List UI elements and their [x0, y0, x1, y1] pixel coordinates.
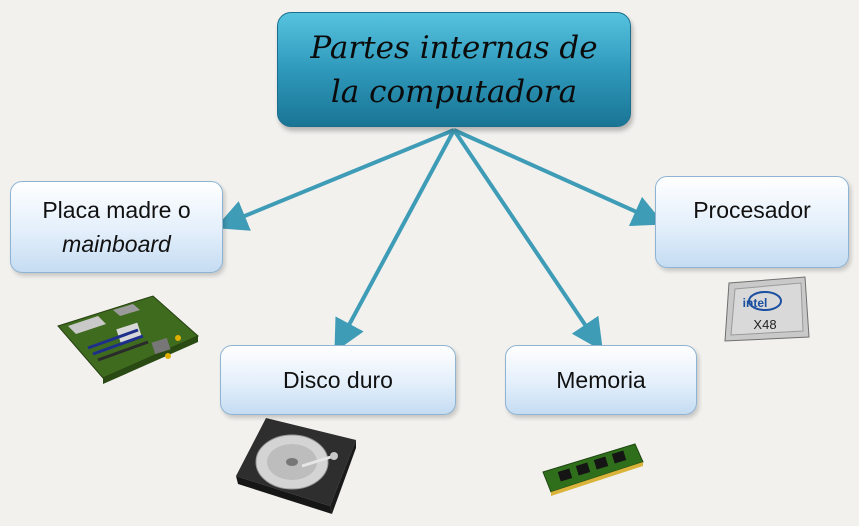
title-line-1: Partes internas de: [310, 29, 598, 66]
node-disco-duro: Disco duro: [220, 345, 456, 415]
processor-model: X48: [753, 317, 776, 332]
arrow-to-disco: [334, 129, 456, 353]
hard-disk-image: [236, 418, 356, 514]
node-mainboard-line-2: mainboard: [62, 231, 171, 257]
node-procesador-label: Procesador: [693, 197, 811, 223]
title-line-2: la computadora: [330, 73, 578, 110]
memory-module-image: [542, 443, 644, 496]
node-mainboard-line-1: Placa madre o: [42, 197, 191, 223]
node-mainboard: Placa madre o mainboard: [10, 181, 223, 273]
arrow-to-memoria: [452, 128, 603, 352]
node-procesador: Procesador: [655, 176, 849, 268]
arrow-to-mainboard: [215, 128, 455, 231]
title-node: Partes internas de la computadora: [277, 12, 631, 127]
node-memoria: Memoria: [505, 345, 697, 415]
arrow-to-procesador: [453, 128, 665, 227]
motherboard-image: [57, 295, 199, 384]
processor-image: [724, 276, 810, 342]
processor-brand: intel: [743, 296, 768, 310]
node-memoria-label: Memoria: [556, 367, 646, 393]
node-disco-duro-label: Disco duro: [283, 367, 393, 393]
